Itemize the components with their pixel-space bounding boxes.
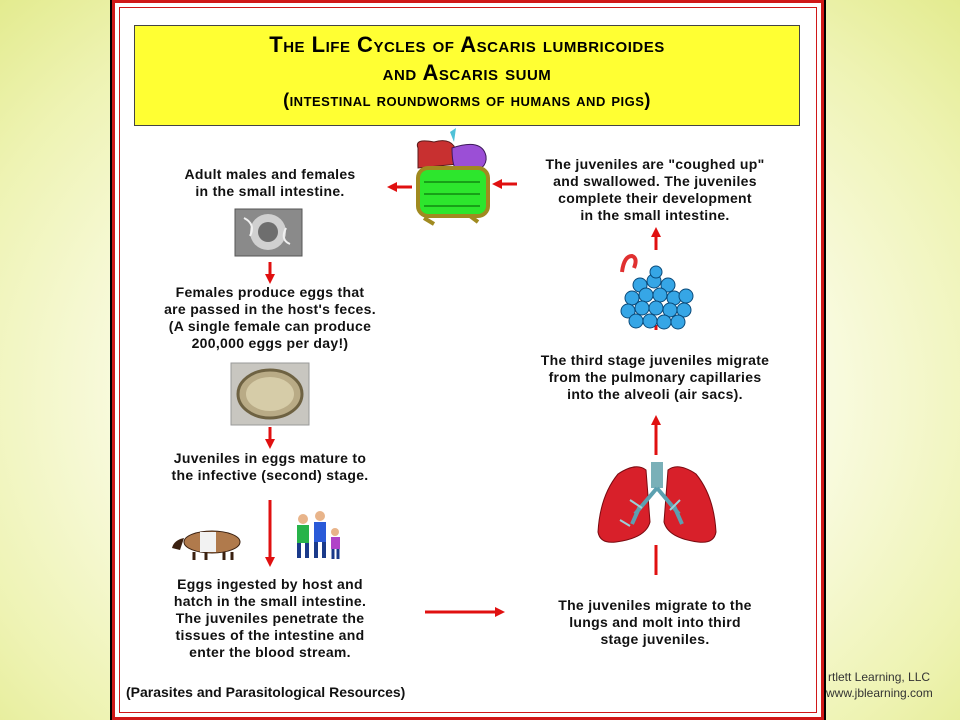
title-box: The Life Cycles of Ascaris lumbricoides … (134, 25, 800, 126)
title-line-3: (intestinal roundworms of humans and pig… (283, 90, 651, 110)
credit-line-1: rtlett Learning, LLC (828, 670, 931, 684)
pig-illustration (172, 530, 241, 560)
title-line-1: The Life Cycles of Ascaris lumbricoides (269, 32, 665, 57)
step-ingested: Eggs ingested by host and hatch in the s… (173, 576, 367, 660)
lungs-illustration (597, 462, 717, 543)
alveoli-illustration (620, 253, 694, 330)
intestine-illustration (416, 128, 490, 226)
step-coughed: The juveniles are "coughed up" and swall… (545, 156, 765, 223)
egg-image (230, 362, 310, 426)
step-mature: Juveniles in eggs mature to the infectiv… (171, 450, 369, 483)
step-lungs: The juveniles migrate to the lungs and m… (558, 597, 752, 647)
source-caption: (Parasites and Parasitological Resources… (126, 684, 406, 700)
people-illustration (297, 511, 340, 559)
credit-line-2: www.jblearning.com (826, 686, 933, 700)
adult-worm-image (234, 208, 303, 257)
title-line-2: and Ascaris suum (382, 60, 552, 85)
step-eggs-passed: Females produce eggs that are passed in … (164, 284, 376, 351)
step-alveoli: The third stage juveniles migrate from t… (540, 352, 770, 402)
diagram-inner-border (119, 7, 817, 713)
step-adults: Adult males and females in the small int… (184, 166, 356, 199)
